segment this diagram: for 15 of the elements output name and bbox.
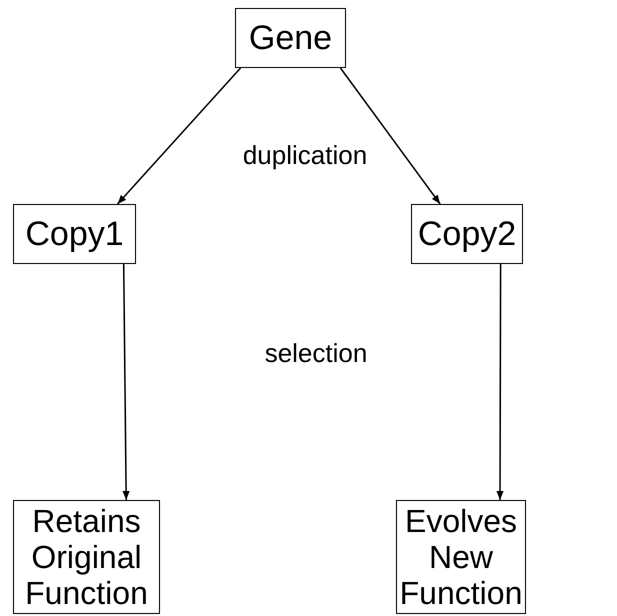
process-box: [235, 8, 346, 68]
box-label: Evolves New Function: [398, 503, 524, 611]
box-label: Retains Original Function: [24, 503, 149, 611]
process-box: [13, 500, 160, 614]
box-label: Gene: [248, 18, 332, 58]
box-label: Copy1: [25, 214, 124, 254]
process-box: [411, 204, 523, 264]
box-label: Copy2: [418, 214, 516, 254]
process-box: [13, 204, 136, 264]
process-label: selection: [264, 338, 368, 369]
arrow: [496, 264, 504, 500]
process-label: duplication: [242, 140, 368, 171]
arrow: [117, 68, 242, 204]
arrow: [340, 68, 441, 204]
arrow: [122, 264, 130, 500]
